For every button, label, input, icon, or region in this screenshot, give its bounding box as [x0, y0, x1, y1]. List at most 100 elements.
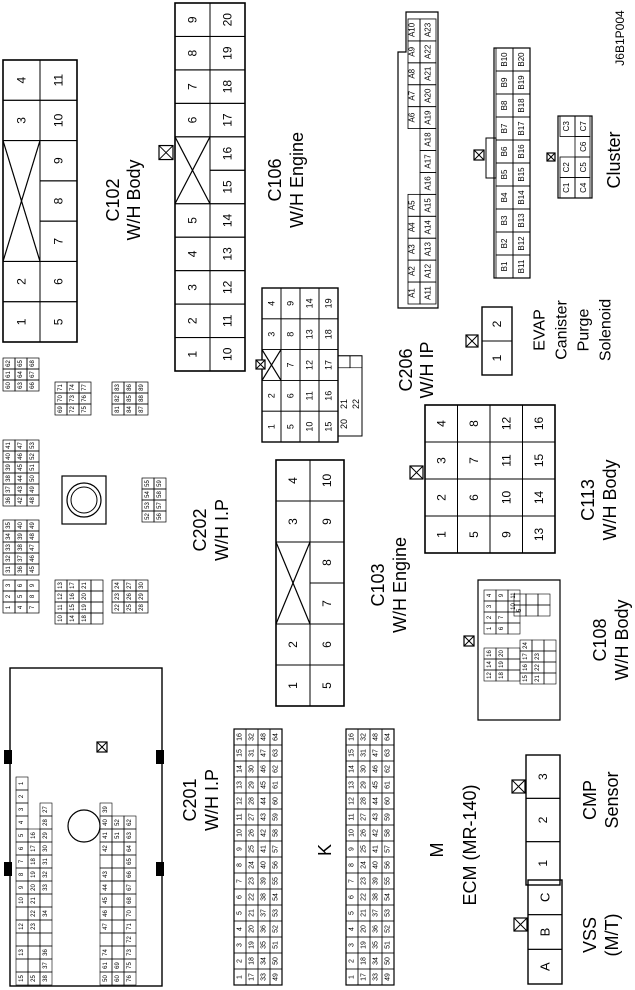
connector-c202: 6061626364656667686970717273747576778182… [2, 357, 167, 625]
pin-label: 37 [43, 962, 49, 969]
pin-label: 31 [249, 749, 256, 757]
pin-label: 52 [145, 513, 151, 520]
pin-label: 5 [349, 911, 356, 915]
pin-label: 9 [237, 847, 244, 851]
pin-label: 74 [103, 949, 109, 956]
pin-label: B1 [500, 261, 509, 271]
pin-label: 37 [18, 555, 24, 562]
pin-label: 15 [221, 180, 235, 194]
pin-label: 49 [30, 486, 36, 493]
pin-label: 51 [30, 464, 36, 471]
pin-label: 9 [186, 16, 200, 23]
pin-label: C5 [579, 162, 588, 173]
pin-label: 42 [18, 497, 24, 504]
pin-label: B14 [517, 190, 526, 205]
c103-subtitle: W/H Engine [390, 537, 410, 633]
pin-label: 47 [30, 544, 36, 551]
pin-label: 46 [18, 453, 24, 460]
vss-subtitle: (M/T) [602, 914, 622, 957]
pin-label: 27 [361, 813, 368, 821]
pin-label: A [538, 962, 553, 971]
pin-label: 38 [261, 893, 268, 901]
pin-label: 36 [6, 497, 12, 504]
pin-label: B7 [500, 123, 509, 133]
pin-label: B2 [500, 238, 509, 248]
pin-label: 19 [499, 661, 505, 668]
pin-label: 65 [18, 360, 24, 367]
pin-label: 6 [186, 116, 200, 123]
evap-title: EVAP [532, 309, 549, 351]
pin-label: A14 [424, 220, 433, 235]
pin-label: 58 [273, 829, 280, 837]
pin-label: 1 [286, 682, 300, 689]
pin-label: 16 [70, 593, 76, 600]
pin-label: 43 [103, 871, 109, 878]
pin-label: 19 [221, 46, 235, 60]
pin-label: 22 [361, 893, 368, 901]
pin-label: 61 [103, 962, 109, 969]
pin-label: 41 [103, 832, 109, 839]
pin-label: B17 [517, 121, 526, 136]
evap-subtitle: Canister [554, 300, 571, 360]
pin-label: 14 [305, 298, 315, 308]
pin-label: 22 [535, 664, 541, 671]
connector-vss: ABC [513, 879, 563, 985]
pin-label: 10 [349, 829, 356, 837]
pin-label: 7 [52, 238, 66, 245]
pin-label: 12 [499, 417, 513, 431]
c113-title: C113 [578, 479, 598, 521]
pin-label: 57 [157, 502, 163, 509]
pin-label: 21 [31, 897, 37, 904]
pin-label: 26 [127, 593, 133, 600]
pin-label: 16 [523, 664, 529, 671]
pin-label: 7 [349, 879, 356, 883]
c102-title: C102 [103, 178, 123, 221]
pin-label: B13 [517, 213, 526, 228]
pin-label: 63 [273, 749, 280, 757]
pin-label: 15 [70, 604, 76, 611]
pin-label: 26 [361, 829, 368, 837]
pin-label: C7 [579, 121, 588, 132]
pin-label: 64 [127, 845, 133, 852]
pin-label: 69 [58, 406, 64, 413]
pin-label: 5 [186, 217, 200, 224]
pin-label: 46 [30, 555, 36, 562]
pin-label: 14 [221, 213, 235, 227]
pin-label: A12 [424, 263, 433, 278]
pin-label: 11 [52, 74, 66, 87]
pin-label: 49 [30, 522, 36, 529]
pin-label: 16 [31, 832, 37, 839]
pin-label: B12 [517, 236, 526, 251]
pin-label: 4 [487, 593, 493, 597]
pin-label: 56 [157, 513, 163, 520]
pin-label: 70 [127, 910, 133, 917]
pin-label: 71 [58, 384, 64, 391]
pin-label: 12 [19, 923, 25, 930]
pin-label: 77 [82, 384, 88, 391]
pin-label: B15 [517, 167, 526, 182]
pin-label: 18 [324, 329, 334, 339]
pin-label: 18 [31, 858, 37, 865]
pin-label: A19 [424, 110, 433, 125]
pin-label: 49 [385, 973, 392, 981]
c113-subtitle: W/H Body [600, 459, 620, 540]
pin-label: 20 [361, 925, 368, 933]
pin-label: A17 [424, 154, 433, 169]
pin-label: 19 [82, 604, 88, 611]
pin-label: 88 [139, 395, 145, 402]
pin-label: 17 [249, 973, 256, 981]
connector-evap: 21 [465, 306, 513, 376]
pin-label: A13 [424, 242, 433, 257]
pin-label: B3 [500, 215, 509, 225]
cmp-subtitle: Sensor [602, 771, 622, 828]
pin-label: 2 [349, 959, 356, 963]
pin-label: 23 [249, 877, 256, 885]
pin-label: 3 [6, 583, 12, 587]
pin-label: 11 [499, 454, 513, 467]
pin-label: 13 [305, 329, 315, 339]
pin-label: 39 [373, 877, 380, 885]
pin-label: 9 [320, 518, 334, 525]
c202-title: C202 [190, 508, 210, 551]
